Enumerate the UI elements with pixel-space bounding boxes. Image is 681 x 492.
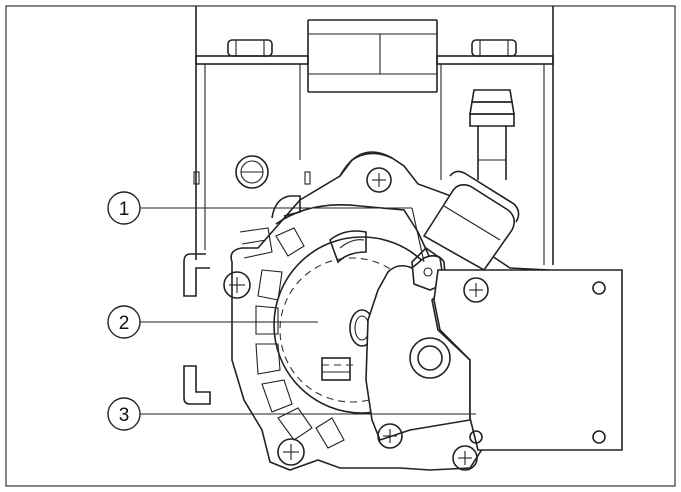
plate-hole-top-right xyxy=(592,281,606,295)
mounting-plate xyxy=(433,269,623,451)
callout-3-circle xyxy=(107,397,141,431)
outlet-nozzle xyxy=(422,170,520,272)
frame-bolt xyxy=(235,155,269,189)
callout-3-label: 3 xyxy=(119,405,130,426)
callout-2: 2 xyxy=(107,305,141,339)
cam-shaft-boss xyxy=(409,337,451,379)
housing-screw-bottom-left xyxy=(277,438,305,466)
housing-screw-left xyxy=(223,271,251,299)
leader-line-1-tail xyxy=(411,207,425,263)
top-nut-right xyxy=(471,39,517,57)
plate-screw xyxy=(463,277,489,303)
disk-slot-top xyxy=(329,230,367,264)
plate-hole-bottom-left xyxy=(469,430,483,444)
callout-1-circle xyxy=(107,191,141,225)
spring-clip xyxy=(239,195,431,259)
callout-2-circle xyxy=(107,305,141,339)
drawing-frame xyxy=(5,5,676,487)
left-clip-bracket xyxy=(183,253,211,405)
callout-1: 1 xyxy=(107,191,141,225)
housing-top-lobe xyxy=(339,151,393,177)
callout-3: 3 xyxy=(107,397,141,431)
plate-hole-bottom-right xyxy=(592,430,606,444)
volute-ribs xyxy=(255,227,345,449)
callout-2-label: 2 xyxy=(119,313,130,334)
callout-1-label: 1 xyxy=(119,199,130,220)
hose-barb xyxy=(469,89,515,180)
housing-screw-bottom-right xyxy=(452,445,478,471)
top-nut-left xyxy=(227,39,273,57)
housing-screw-top xyxy=(366,167,392,193)
cam-plate-screw xyxy=(377,423,403,449)
disk-block xyxy=(321,357,358,381)
